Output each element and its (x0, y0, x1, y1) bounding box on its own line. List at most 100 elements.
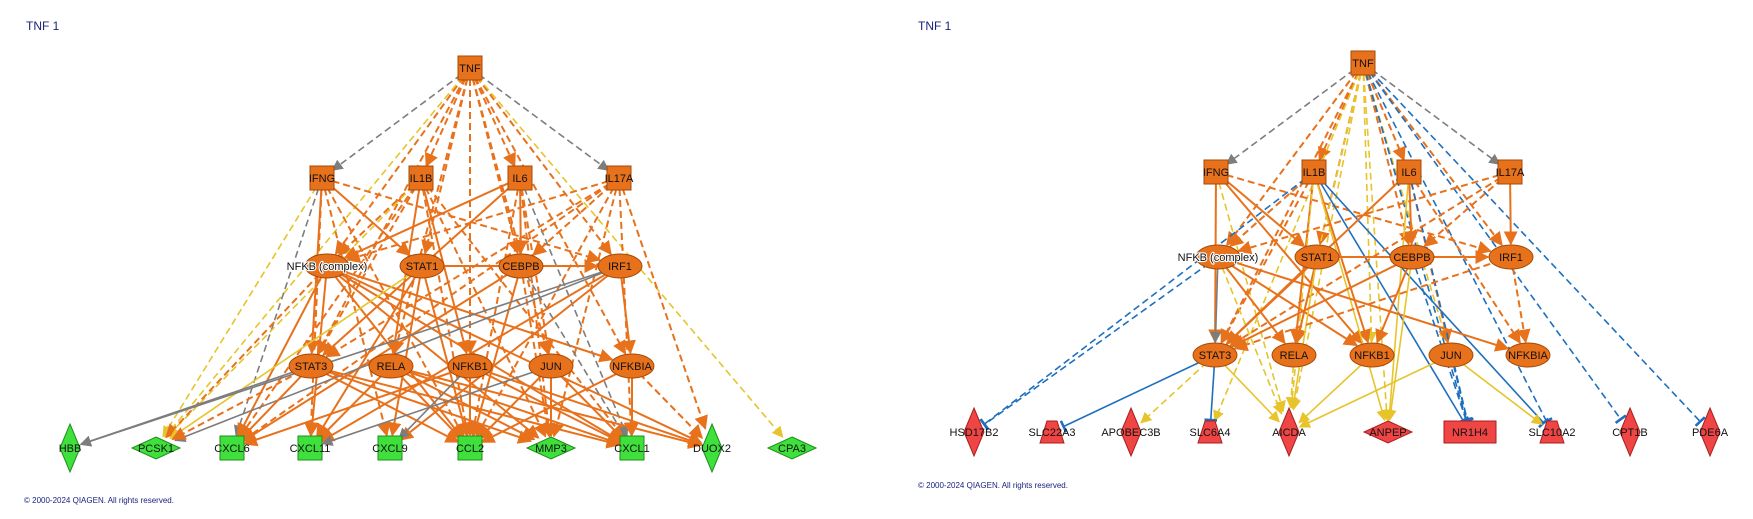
node-nfkbia[interactable]: NFKBIA (1505, 342, 1551, 368)
node-label: NFKBIA (612, 361, 652, 373)
node-jun[interactable]: JUN (1428, 342, 1474, 368)
edge-il1b-nfkb (337, 177, 422, 256)
edge-cebpb-stat3 (1230, 256, 1413, 348)
node-cpa3[interactable]: CPA3 (766, 436, 818, 460)
node-label: JUN (540, 361, 561, 373)
node-cxcl11[interactable]: CXCL11 (290, 435, 331, 461)
edge-nfkb-nfkb1 (1217, 256, 1359, 347)
edge-stat3-cxcl1 (310, 365, 621, 449)
node-il1b[interactable]: IL1B (408, 165, 434, 191)
edge-cebpb-ccl2 (470, 265, 522, 437)
node-stat3[interactable]: STAT3 (1192, 342, 1238, 368)
edge-stat1-ccl2 (421, 265, 471, 437)
edge-stat1-stat3 (1225, 256, 1318, 345)
node-rela[interactable]: RELA (368, 353, 414, 379)
edge-stat3-aicda (1214, 354, 1280, 423)
edge-tnf-stat3 (1220, 62, 1364, 344)
edge-jun-ccl2 (478, 365, 552, 440)
node-cxcl6[interactable]: CXCL6 (214, 435, 250, 461)
edge-nfkb-nfkbia (326, 265, 614, 363)
edge-rela-ccl2 (390, 365, 462, 440)
edge-cebpb-mmp3 (520, 265, 554, 438)
edge-rela-cxcl1 (390, 365, 622, 447)
edge-tnf-il17a (469, 67, 610, 171)
edge-stat1-rela (1293, 256, 1318, 344)
node-ifng[interactable]: IFNG (309, 165, 335, 191)
edges-group (79, 67, 784, 449)
edge-stat3-hbb (79, 365, 312, 447)
node-label: NR1H4 (1452, 427, 1488, 439)
node-label: PDE6A (1692, 427, 1729, 439)
node-pde6a[interactable]: PDE6A (1692, 406, 1729, 458)
edge-cebpb-anpep (1385, 256, 1413, 422)
node-stat1[interactable]: STAT1 (399, 253, 445, 279)
network-diagram-right[interactable]: TNF IFNG IL1B IL6 IL17A NFKB (complex) STAT1 CE… (876, 0, 1753, 519)
node-nfkb1[interactable]: NFKB1 (1349, 342, 1395, 368)
nodes-group: TNF IFNG IL1B IL6 IL17A NFKB (complex) STAT1 CE… (950, 50, 1729, 458)
edge-irf1-cxcl9 (399, 265, 621, 441)
node-mmp3[interactable]: MMP3 (525, 436, 577, 460)
node-cxcl1[interactable]: CXCL1 (614, 435, 650, 461)
edge-cebpb-nr1h4 (1411, 256, 1473, 424)
node-slc22a3[interactable]: SLC22A3 (1028, 420, 1076, 444)
edge-il17a-duox2 (618, 177, 708, 430)
node-label: NFKB1 (1354, 350, 1389, 362)
node-cxcl9[interactable]: CXCL9 (372, 435, 408, 461)
node-stat3[interactable]: STAT3 (288, 353, 334, 379)
copyright-text: © 2000-2024 QIAGEN. All rights reserved. (918, 481, 1068, 490)
node-cpt1b[interactable]: CPT1B (1612, 406, 1648, 458)
node-irf1[interactable]: IRF1 (597, 253, 643, 279)
node-label: HSD17B2 (950, 427, 999, 439)
node-hbb[interactable]: HBB (59, 422, 82, 474)
node-hsd17b2[interactable]: HSD17B2 (950, 406, 999, 458)
node-aicda[interactable]: AICDA (1272, 406, 1306, 458)
node-il17a[interactable]: IL17A (1496, 159, 1525, 185)
node-nfkb1[interactable]: NFKB1 (447, 353, 493, 379)
node-rela[interactable]: RELA (1271, 342, 1317, 368)
node-duox2[interactable]: DUOX2 (693, 422, 731, 474)
edge-nfkbia-duox2 (631, 365, 704, 439)
node-anpep[interactable]: ANPEP (1362, 420, 1414, 444)
edge-stat3-ccl2 (310, 365, 460, 443)
edge-il6-cebpb (513, 177, 528, 255)
node-tnf[interactable]: TNF (1350, 50, 1376, 76)
node-apobec3b[interactable]: APOBEC3B (1101, 406, 1161, 458)
node-il6[interactable]: IL6 (1396, 159, 1422, 185)
node-nfkb[interactable]: NFKB (complex) (1177, 244, 1259, 270)
node-label: JUN (1440, 350, 1461, 362)
node-label: CEBPB (1393, 252, 1430, 264)
node-ifng[interactable]: IFNG (1203, 159, 1229, 185)
node-cebpb[interactable]: CEBPB (1389, 244, 1435, 270)
node-label: STAT1 (406, 261, 439, 273)
node-il17a[interactable]: IL17A (605, 165, 634, 191)
node-il6[interactable]: IL6 (507, 165, 533, 191)
node-label: IRF1 (608, 261, 632, 273)
network-diagram-left[interactable]: TNF IFNG IL1B IL6 IL17A NFKB (complex) STAT1 CE… (0, 0, 876, 519)
node-nfkbia[interactable]: NFKBIA (609, 353, 655, 379)
node-label: IRF1 (1499, 252, 1523, 264)
node-cebpb[interactable]: CEBPB (498, 253, 544, 279)
edge-ifng-stat1 (1215, 171, 1306, 248)
node-stat1[interactable]: STAT1 (1294, 244, 1340, 270)
edge-tnf-ifng (1225, 62, 1364, 165)
edge-tnf-irf1 (469, 67, 612, 256)
node-nfkb[interactable]: NFKB (complex) (286, 253, 368, 279)
edge-stat1-cxcl11 (315, 265, 423, 439)
node-il1b[interactable]: IL1B (1301, 159, 1327, 185)
edge-stat3-slc22a3 (1059, 354, 1216, 433)
node-tnf[interactable]: TNF (457, 55, 483, 81)
node-label: IFNG (1203, 167, 1229, 179)
node-ccl2[interactable]: CCL2 (456, 435, 484, 461)
edge-tnf-nfkb (1226, 62, 1364, 247)
copyright-text: © 2000-2024 QIAGEN. All rights reserved. (24, 496, 174, 505)
edge-il6-cxcl1 (519, 177, 629, 438)
node-pcsk1[interactable]: PCSK1 (130, 436, 182, 460)
node-nr1h4[interactable]: NR1H4 (1443, 420, 1497, 444)
node-jun[interactable]: JUN (528, 353, 574, 379)
node-slc10a2[interactable]: SLC10A2 (1528, 420, 1576, 444)
node-label: AICDA (1272, 427, 1306, 439)
edge-tnf-cebpb (1362, 62, 1413, 246)
edge-tnf-nfkbia (469, 67, 627, 355)
node-irf1[interactable]: IRF1 (1488, 244, 1534, 270)
node-slc6a4[interactable]: SLC6A4 (1190, 420, 1231, 444)
